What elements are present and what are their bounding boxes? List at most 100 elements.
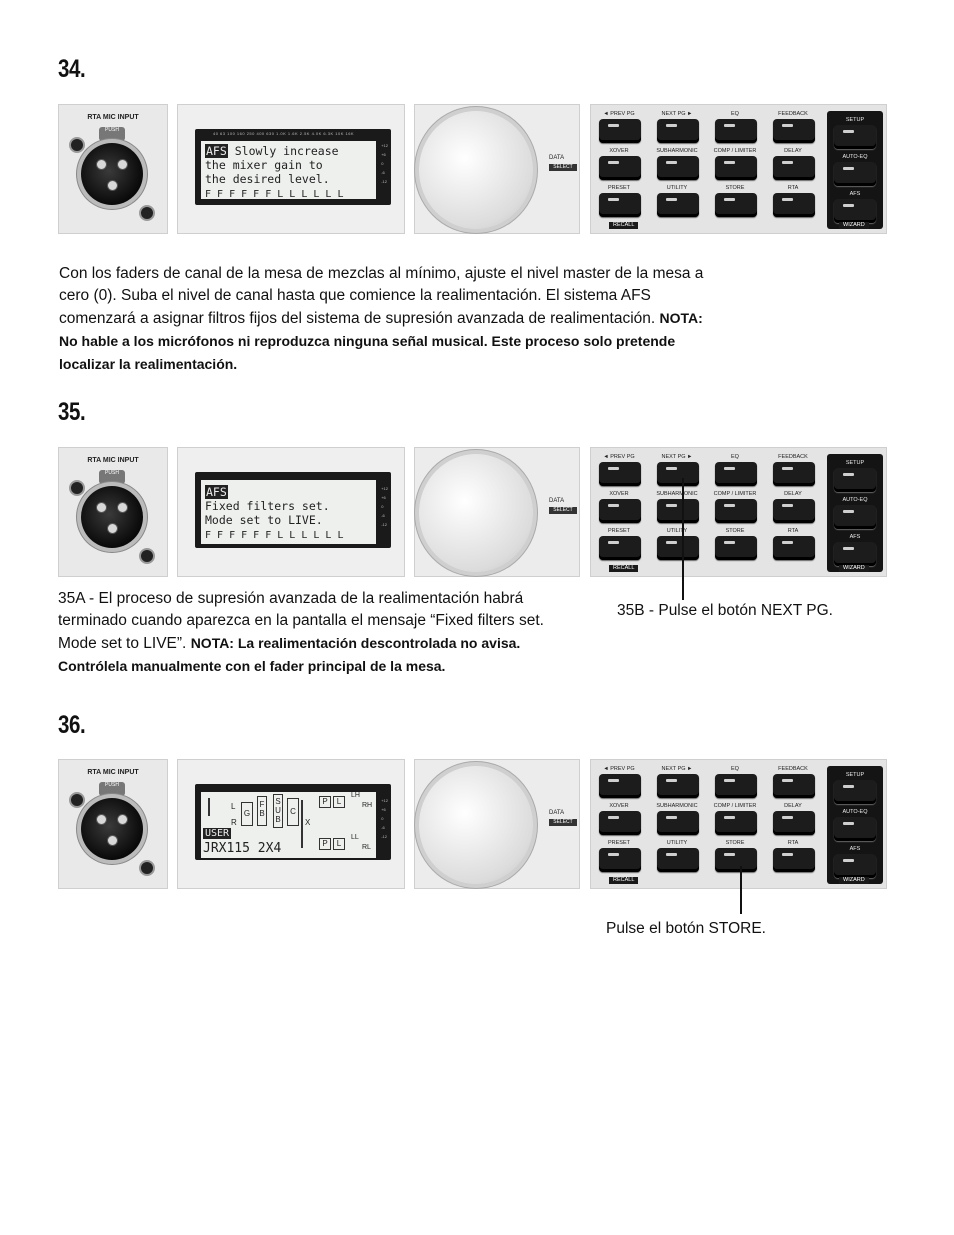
data-knob-panel: DATA SELECT (414, 759, 580, 889)
xover-button[interactable] (599, 499, 641, 523)
setup-button[interactable] (834, 125, 876, 149)
button-label-preset: PRESET (607, 185, 630, 191)
button-label-feedback: FEEDBACK (778, 766, 808, 772)
led-icon (782, 198, 793, 201)
rta-button[interactable] (773, 848, 815, 872)
led-icon (666, 198, 677, 201)
led-icon (666, 816, 677, 819)
eq-button[interactable] (715, 774, 757, 798)
subharmonic-button[interactable] (657, 811, 699, 835)
button-label-setup: SETUP (845, 772, 865, 778)
comp-limiter-button[interactable] (715, 811, 757, 835)
data-knob[interactable] (419, 766, 533, 884)
step-36-number: 36. (58, 711, 86, 739)
button-label-xover: XOVER (609, 803, 629, 809)
prev-pg-button[interactable] (599, 119, 641, 143)
subharmonic-button[interactable] (657, 156, 699, 180)
button-label-afs: AFS (849, 191, 861, 197)
prev-pg-button[interactable] (599, 462, 641, 486)
setup-button[interactable] (834, 780, 876, 804)
auto-eq-button[interactable] (834, 505, 876, 529)
delay-button[interactable] (773, 499, 815, 523)
button-label-delay: DELAY (784, 803, 802, 809)
wizard-label: WIZARD (839, 877, 869, 884)
mic-label: RTA MIC INPUT (87, 114, 139, 121)
subharmonic-button[interactable] (657, 499, 699, 523)
led-icon (782, 779, 793, 782)
step-35b-callout: 35B - Pulse el botón NEXT PG. (617, 602, 833, 619)
button-label-prev-pg: ◄ PREV PG (603, 766, 635, 772)
data-label: DATA (549, 498, 565, 504)
eq-button[interactable] (715, 119, 757, 143)
auto-eq-button[interactable] (834, 162, 876, 186)
button-label-rta: RTA (787, 840, 799, 846)
mic-label: RTA MIC INPUT (87, 457, 139, 464)
led-icon (782, 541, 793, 544)
data-knob-panel: DATA SELECT (414, 104, 580, 234)
freq-ticks: 40 63 100 160 250 400 630 1.0K 1.6K 2.5K… (213, 131, 355, 136)
button-label-store: STORE (725, 528, 745, 534)
delay-button[interactable] (773, 811, 815, 835)
afs-button[interactable] (834, 199, 876, 223)
button-label-afs: AFS (849, 534, 861, 540)
select-label: SELECT (549, 164, 577, 171)
button-label-next-pg: NEXT PG ► (661, 454, 693, 460)
store-button[interactable] (715, 848, 757, 872)
next-pg-button[interactable] (657, 774, 699, 798)
store-button[interactable] (715, 536, 757, 560)
led-icon (724, 124, 735, 127)
wizard-label: WIZARD (839, 565, 869, 572)
button-label-store: STORE (725, 185, 745, 191)
utility-button[interactable] (657, 848, 699, 872)
prev-pg-button[interactable] (599, 774, 641, 798)
delay-button[interactable] (773, 156, 815, 180)
lcd-preset-name: JRX115 2X4 (203, 841, 282, 856)
step-35-number: 35. (58, 398, 86, 426)
afs-button[interactable] (834, 854, 876, 878)
recall-label: RECALL (609, 565, 639, 572)
xover-button[interactable] (599, 156, 641, 180)
data-knob[interactable] (419, 111, 533, 229)
led-icon (608, 124, 619, 127)
led-icon (666, 504, 677, 507)
recall-label: RECALL (609, 877, 639, 884)
utility-button[interactable] (657, 536, 699, 560)
preset-button[interactable] (599, 193, 641, 217)
store-button[interactable] (715, 193, 757, 217)
button-label-utility: UTILITY (666, 185, 688, 191)
step-35a-text: 35A - El proceso de supresión avanzada d… (58, 590, 544, 674)
utility-button[interactable] (657, 193, 699, 217)
next-pg-button[interactable] (657, 119, 699, 143)
screw-icon (69, 137, 85, 153)
led-icon (843, 167, 854, 170)
feedback-button[interactable] (773, 119, 815, 143)
button-label-subharmonic: SUBHARMONIC (656, 148, 698, 154)
next-pg-button[interactable] (657, 462, 699, 486)
feedback-button[interactable] (773, 462, 815, 486)
xover-button[interactable] (599, 811, 641, 835)
rta-button[interactable] (773, 536, 815, 560)
comp-limiter-button[interactable] (715, 499, 757, 523)
data-knob[interactable] (419, 454, 533, 572)
preset-button[interactable] (599, 848, 641, 872)
auto-eq-button[interactable] (834, 817, 876, 841)
preset-button[interactable] (599, 536, 641, 560)
setup-button[interactable] (834, 468, 876, 492)
afs-button[interactable] (834, 542, 876, 566)
button-label-prev-pg: ◄ PREV PG (603, 111, 635, 117)
button-label-preset: PRESET (607, 840, 630, 846)
rta-button[interactable] (773, 193, 815, 217)
comp-limiter-button[interactable] (715, 156, 757, 180)
feedback-button[interactable] (773, 774, 815, 798)
recall-label: RECALL (609, 222, 639, 229)
eq-button[interactable] (715, 462, 757, 486)
led-icon (843, 473, 854, 476)
led-icon (843, 785, 854, 788)
led-icon (666, 124, 677, 127)
callout-line-store (740, 866, 742, 914)
button-label-setup: SETUP (845, 117, 865, 123)
